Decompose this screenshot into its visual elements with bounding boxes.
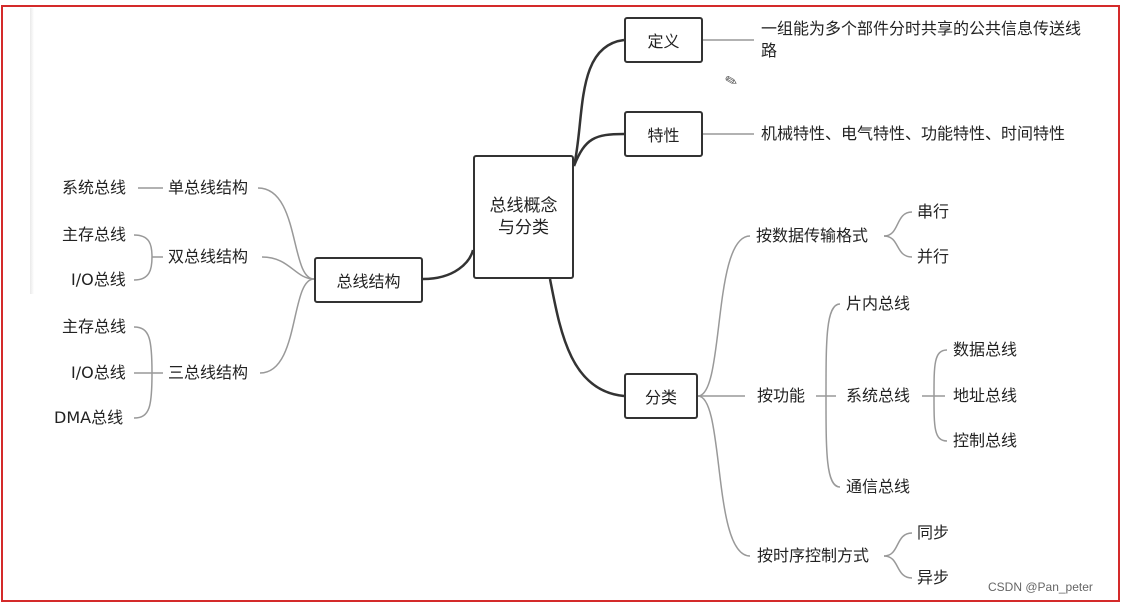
link-root-feature [572,132,625,167]
feature-text: 机械特性、电气特性、功能特性、时间特性 [761,124,1066,143]
outer-frame [1,5,1120,602]
link-system-data [933,349,948,397]
system-bus-label[interactable]: 系统总线 [846,386,911,405]
async-label[interactable]: 异步 [917,568,950,587]
by-format-label[interactable]: 按数据传输格式 [756,226,869,245]
single-structure-label[interactable]: 单总线结构 [168,178,249,197]
link-function-comm [825,395,841,488]
link-timing-async [883,555,913,579]
link-double-items [133,234,153,281]
definition-text: 一组能为多个部件分时共享的公共信息传送线路 [761,19,1082,61]
link-system-control [933,395,948,442]
link-class-timing [697,395,751,557]
control-bus-label[interactable]: 控制总线 [953,431,1018,450]
link-function-onchip [825,303,841,397]
onchip-bus-label[interactable]: 片内总线 [846,294,911,313]
link-timing-sync [883,532,913,557]
root-node[interactable]: 总线概念与分类 [473,155,574,279]
link-root-classification [548,278,625,398]
link-format-serial [883,211,913,237]
edge-shadow [30,8,34,294]
link-hub-single [257,187,315,280]
data-bus-label[interactable]: 数据总线 [953,340,1018,359]
link-hub-root [422,249,475,281]
link-root-definition [572,38,625,167]
bus-structure-node[interactable]: 总线结构 [314,257,423,303]
parallel-label[interactable]: 并行 [917,247,950,266]
link-format-parallel [883,235,913,258]
link-hub-triple [259,278,315,374]
double-structure-label[interactable]: 双总线结构 [168,247,249,266]
sync-label[interactable]: 同步 [917,523,950,542]
by-timing-label[interactable]: 按时序控制方式 [757,546,870,565]
link-hub-double [261,256,315,280]
feature-node[interactable]: 特性 [624,111,703,157]
triple-memory-bus-label[interactable]: 主存总线 [62,317,127,336]
by-function-label[interactable]: 按功能 [757,386,806,405]
definition-node[interactable]: 定义 [624,17,703,63]
address-bus-label[interactable]: 地址总线 [953,386,1018,405]
watermark: CSDN @Pan_peter [988,580,1093,594]
classification-node[interactable]: 分类 [624,373,698,419]
double-memory-bus-label[interactable]: 主存总线 [62,225,127,244]
single-system-bus-label[interactable]: 系统总线 [62,178,127,197]
triple-dma-bus-label[interactable]: DMA总线 [54,408,124,427]
triple-structure-label[interactable]: 三总线结构 [168,363,249,382]
comm-bus-label[interactable]: 通信总线 [846,477,911,496]
triple-io-bus-label[interactable]: I/O总线 [71,363,126,382]
link-class-format [697,235,751,397]
serial-label[interactable]: 串行 [917,202,950,221]
double-io-bus-label[interactable]: I/O总线 [71,270,126,289]
